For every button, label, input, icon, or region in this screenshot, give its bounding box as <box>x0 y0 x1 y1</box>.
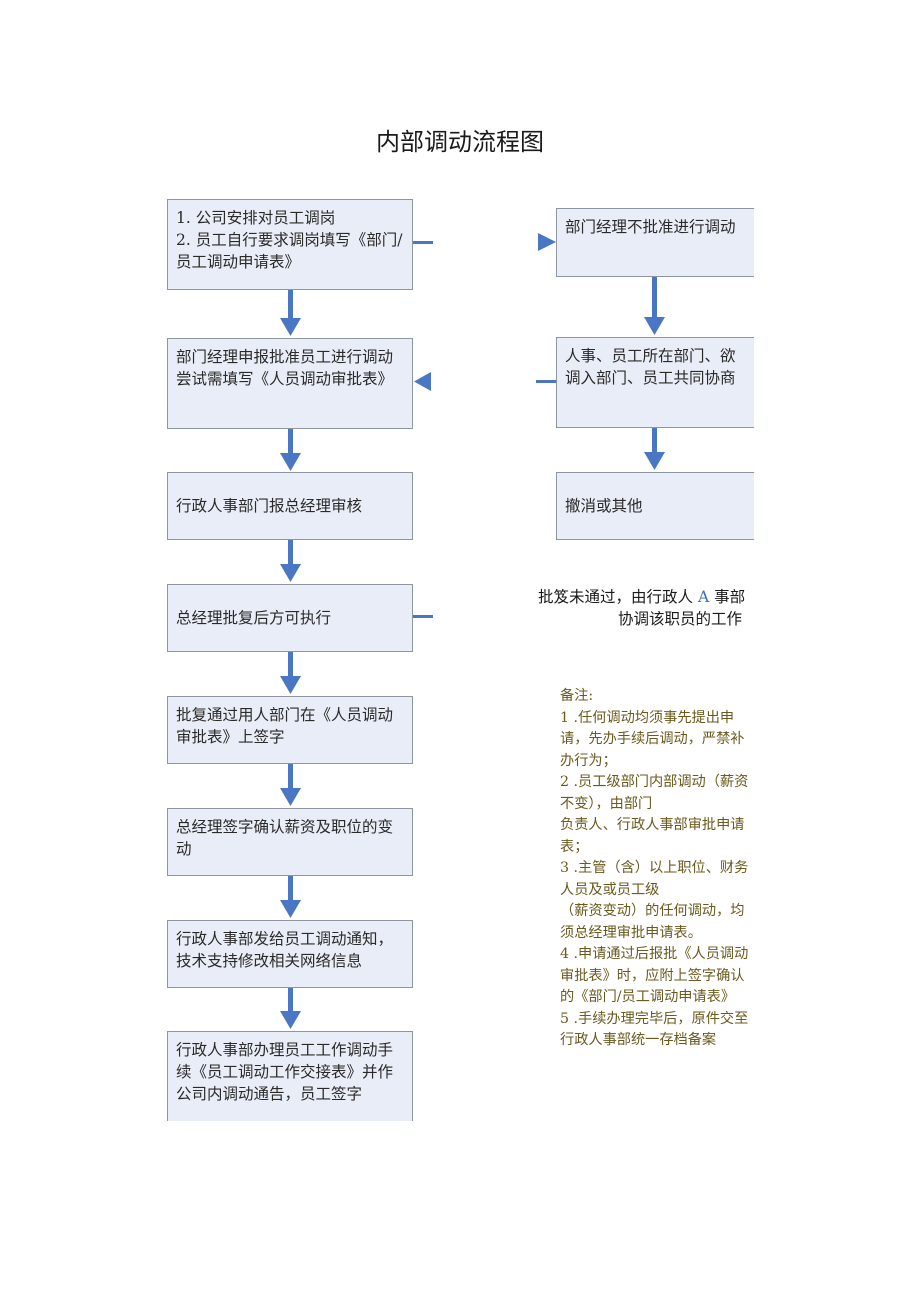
reject-note-text-a: 批笈未通过，由行政人 <box>538 588 694 606</box>
reject-step-3: 撤消或其他 <box>556 472 754 540</box>
arrow-down-icon <box>280 988 301 1029</box>
arrow-down-icon <box>644 277 665 335</box>
reject-note: 批笈未通过，由行政人 A 事部 协调该职员的工作 <box>538 586 758 630</box>
flow-step-2: 部门经理申报批准员工进行调动尝试需填写《人员调动审批表》 <box>167 338 413 429</box>
flow-step-4: 总经理批复后方可执行 <box>167 584 413 652</box>
connector-to-reject <box>413 241 433 244</box>
arrow-down-icon <box>280 429 301 471</box>
arrow-down-icon <box>280 290 301 336</box>
arrow-down-icon <box>644 428 665 470</box>
arrow-down-icon <box>280 540 301 582</box>
arrow-down-icon <box>280 652 301 694</box>
arrow-right-icon <box>538 233 556 251</box>
flow-step-7: 行政人事部发给员工调动通知，技术支持修改相关网络信息 <box>167 920 413 988</box>
flow-step-1: 1. 公司安排对员工调岗 2. 员工自行要求调岗填写《部门/员工调动申请表》 <box>167 199 413 290</box>
arrow-down-icon <box>280 876 301 918</box>
connector-from-approval <box>413 615 433 618</box>
reject-note-letter: A <box>697 588 710 606</box>
flow-step-8: 行政人事部办理员工工作调动手续《员工调动工作交接表》并作公司内调动通告，员工签字 <box>167 1031 413 1121</box>
arrow-left-icon <box>414 372 431 391</box>
reject-note-line1: 批笈未通过，由行政人 A 事部 <box>538 586 758 608</box>
arrow-down-icon <box>280 764 301 806</box>
reject-note-text-b: 事部 <box>714 588 746 606</box>
reject-step-1: 部门经理不批准进行调动 <box>556 208 754 277</box>
flow-step-5: 批复通过用人部门在《人员调动审批表》上签字 <box>167 696 413 764</box>
connector-from-negotiation <box>536 380 556 383</box>
flow-step-6: 总经理签字确认薪资及职位的变动 <box>167 808 413 876</box>
flow-step-3: 行政人事部门报总经理审核 <box>167 472 413 540</box>
reject-step-2: 人事、员工所在部门、欲调入部门、员工共同协商 <box>556 337 754 428</box>
reject-note-line2: 协调该职员的工作 <box>618 610 743 628</box>
remarks: 备注: 1 .任何调动均须事先提出申请，先办手续后调动，严禁补办行为； 2 .员… <box>560 688 749 1048</box>
page-title: 内部调动流程图 <box>376 128 544 156</box>
